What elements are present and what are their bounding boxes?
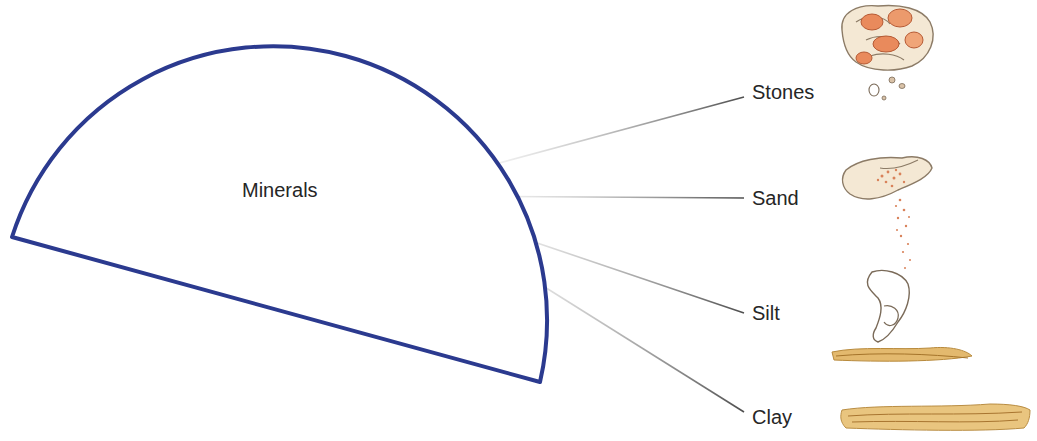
component-label: Sand (752, 186, 799, 210)
half-disc-shape (12, 46, 547, 382)
component-label: Stones (752, 80, 814, 104)
stones-illustration (842, 6, 933, 100)
mineral-half-disc: Minerals (0, 40, 560, 400)
silt-illustration (832, 271, 972, 362)
node-label: Minerals (242, 178, 318, 202)
clay-illustration (841, 404, 1030, 430)
sand-illustration (843, 157, 932, 269)
component-label: Silt (752, 301, 780, 325)
component-label: Clay (752, 405, 792, 429)
half-disc-outline (0, 40, 560, 400)
